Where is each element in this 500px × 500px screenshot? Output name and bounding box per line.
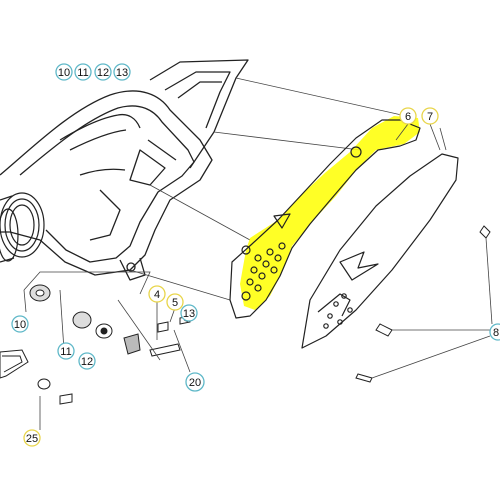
svg-text:20: 20 — [189, 377, 201, 389]
hardware-bracket-outline — [23, 271, 191, 430]
page-bottom-band — [0, 462, 500, 500]
svg-text:6: 6 — [405, 111, 411, 123]
callout-c11a: 11 — [74, 63, 92, 81]
svg-text:13: 13 — [183, 308, 195, 320]
assembly-guide-lines — [129, 77, 447, 301]
svg-text:25: 25 — [26, 433, 38, 445]
callout-c7: 7 — [421, 107, 439, 125]
callout-c10a: 10 — [55, 63, 73, 81]
hardware-cluster — [0, 284, 191, 405]
callout-c12a: 12 — [94, 63, 112, 81]
callout-c13a: 13 — [113, 63, 131, 81]
frame-guard-part — [229, 119, 421, 319]
frame-tube — [149, 59, 249, 169]
callout-c11b: 11 — [57, 342, 75, 360]
highlight-frame-guard — [240, 116, 420, 310]
callout-leaders — [156, 123, 441, 340]
callout-c4: 4 — [148, 285, 166, 303]
screws-part-8 — [355, 225, 491, 383]
callout-c10b: 10 — [11, 315, 29, 333]
callout-c5: 5 — [166, 293, 184, 311]
svg-text:13: 13 — [116, 67, 128, 79]
callout-c12b: 12 — [78, 352, 96, 370]
outer-cover-part — [301, 153, 459, 349]
svg-text:11: 11 — [60, 346, 71, 358]
svg-text:4: 4 — [154, 289, 160, 301]
callout-c25: 25 — [23, 429, 41, 447]
leader-lines-8 — [371, 237, 493, 379]
svg-text:7: 7 — [427, 111, 433, 123]
callout-c8: 8 — [489, 323, 500, 341]
svg-text:10: 10 — [58, 67, 70, 79]
svg-text:11: 11 — [77, 67, 88, 79]
intake-boot — [0, 192, 45, 263]
svg-text:12: 12 — [81, 356, 93, 368]
callout-c13b: 13 — [180, 304, 198, 322]
svg-text:10: 10 — [14, 319, 26, 331]
svg-text:12: 12 — [97, 67, 109, 79]
svg-text:5: 5 — [172, 297, 178, 309]
svg-text:8: 8 — [493, 327, 499, 339]
callout-c6: 6 — [399, 107, 417, 125]
callout-c20: 20 — [185, 372, 205, 392]
airbox-housing — [0, 90, 213, 281]
